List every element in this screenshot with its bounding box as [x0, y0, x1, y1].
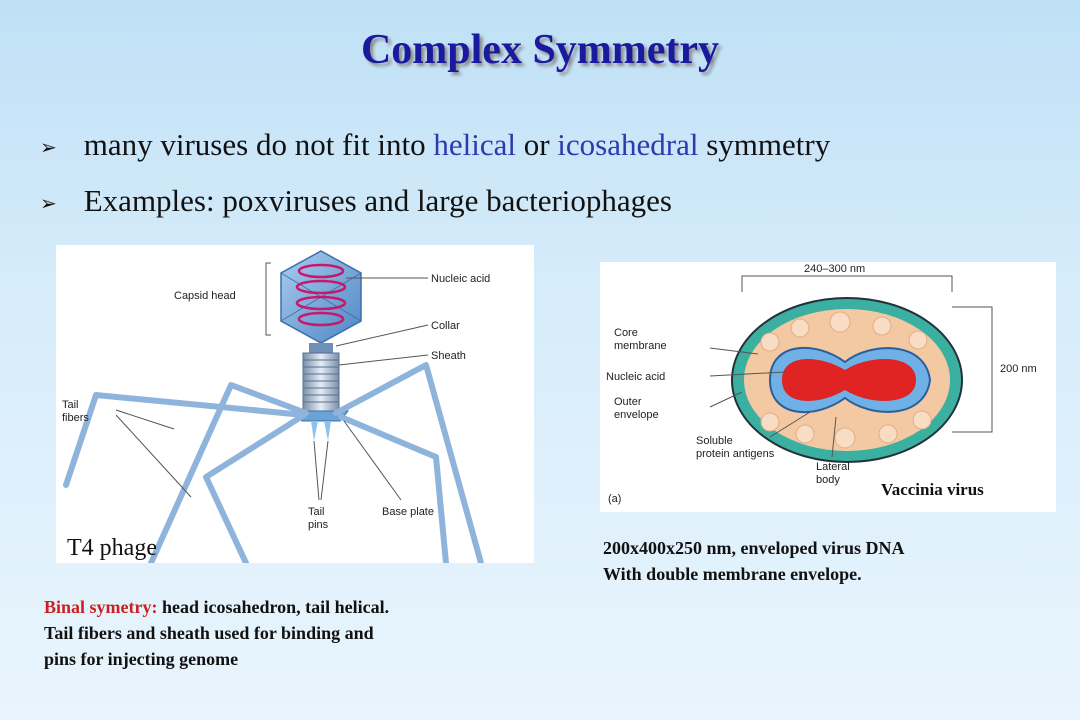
capsid-head-label: Capsid head: [174, 290, 236, 302]
bullet-2: ➢ Examples: poxviruses and large bacteri…: [40, 183, 672, 219]
base-plate-label: Base plate: [382, 506, 434, 518]
tail-pins-label-2: pins: [308, 519, 329, 531]
dimension-top-label: 240–300 nm: [804, 263, 865, 275]
arrow-bullet-icon: ➢: [40, 193, 57, 216]
bullet-1-text-b: symmetry: [706, 127, 831, 162]
vaccinia-caption-line-2: With double membrane envelope.: [603, 564, 862, 584]
vaccinia-caption: 200x400x250 nm, enveloped virus DNA With…: [603, 535, 1043, 587]
tail-fibers-shape: [63, 362, 484, 566]
nucleic-acid-label: Nucleic acid: [431, 273, 490, 285]
collar-shape: [309, 343, 333, 353]
dimension-right-label: 200 nm: [1000, 363, 1037, 375]
nucleic-acid-core-shape: [782, 359, 916, 401]
vaccinia-caption-line-1: 200x400x250 nm, enveloped virus DNA: [603, 538, 905, 558]
binal-symmetry-term: Binal symetry:: [44, 597, 158, 617]
t4-phage-illustration: Capsid head Nucleic acid Collar Sheath T…: [62, 250, 490, 566]
tail-fibers-label-1: Tail: [62, 399, 79, 411]
outer-envelope-label-2: envelope: [614, 409, 659, 421]
soluble-antigens-label-2: protein antigens: [696, 448, 775, 460]
outer-envelope-label-1: Outer: [614, 396, 642, 408]
bullet-1-helical: helical: [433, 127, 516, 162]
nucleic-acid-helix: [295, 263, 347, 327]
core-membrane-label-2: membrane: [614, 340, 667, 352]
tail-fibers-label-2: fibers: [62, 412, 89, 424]
bullet-1-or: or: [523, 127, 550, 162]
t4-caption: Binal symetry: head icosahedron, tail he…: [44, 594, 524, 672]
t4-phage-label: T4 phage: [67, 535, 157, 561]
nucleic-acid-label: Nucleic acid: [606, 371, 665, 383]
t4-caption-line-1: head icosahedron, tail helical.: [157, 597, 390, 617]
arrow-bullet-icon: ➢: [40, 137, 57, 160]
bullet-2-text: Examples: poxviruses and large bacteriop…: [83, 183, 672, 218]
bullet-1-icosahedral: icosahedral: [557, 127, 699, 162]
sheath-shape: [302, 352, 340, 412]
bullet-1: ➢ many viruses do not fit into helical o…: [40, 127, 830, 163]
t4-caption-line-2: Tail fibers and sheath used for binding …: [44, 623, 374, 643]
lateral-body-label-1: Lateral: [816, 461, 850, 473]
t4-phage-diagram: Capsid head Nucleic acid Collar Sheath T…: [56, 245, 534, 566]
lateral-body-label-2: body: [816, 474, 840, 486]
t4-caption-line-3: pins for injecting genome: [44, 649, 239, 669]
slide-title: Complex Symmetry: [360, 27, 720, 73]
soluble-antigens-label-1: Soluble: [696, 435, 733, 447]
panel-letter: (a): [608, 493, 621, 505]
vaccinia-diagram: 240–300 nm 200 nm Core membrane Nucleic …: [600, 262, 1056, 512]
vaccinia-virus-label: Vaccinia virus: [881, 480, 984, 499]
bullet-1-text-a: many viruses do not fit into: [83, 127, 426, 162]
collar-label: Collar: [431, 320, 460, 332]
core-membrane-label-1: Core: [614, 327, 638, 339]
tail-pins-label-1: Tail: [308, 506, 325, 518]
sheath-label: Sheath: [431, 350, 466, 362]
vaccinia-illustration: 240–300 nm 200 nm Core membrane Nucleic …: [606, 263, 1037, 505]
